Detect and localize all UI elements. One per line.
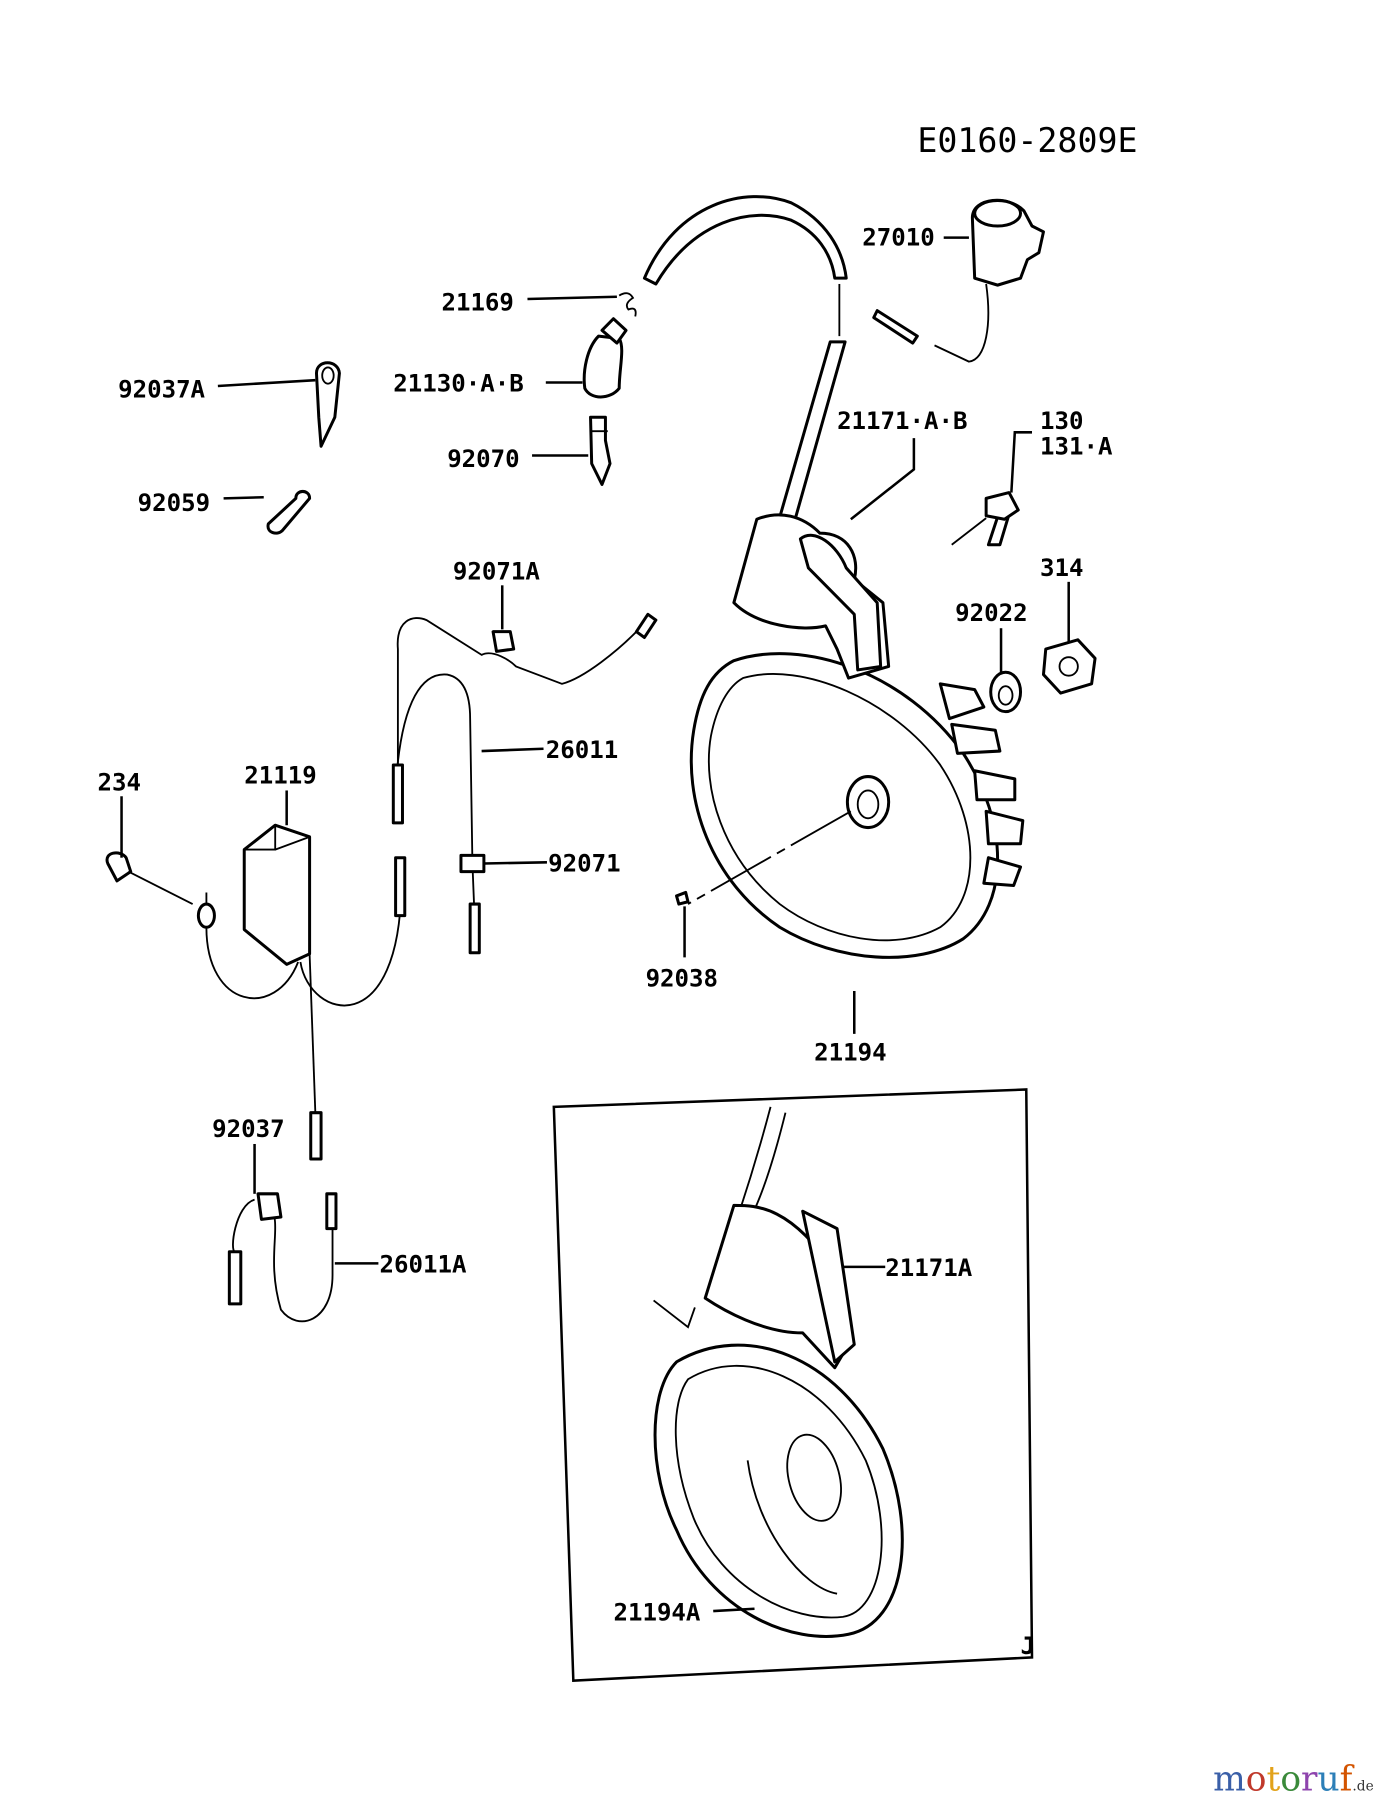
drawing-code: E0160-2809E [917, 121, 1137, 160]
plug-cap-27010-drawing [872, 198, 1045, 363]
watermark-letter: f [1340, 1760, 1355, 1800]
watermark-letter: r [1301, 1760, 1318, 1800]
inset-box [552, 1088, 1034, 1682]
flywheel-drawing [675, 491, 1097, 959]
part-label-92037: 92037 [212, 1115, 284, 1143]
wire-harness-drawing [391, 612, 658, 955]
part-label-92071A: 92071A [453, 557, 540, 585]
part-label-234: 234 [97, 768, 140, 796]
part-label-130: 130 [1040, 407, 1083, 435]
watermark-letter: o [1246, 1760, 1267, 1800]
part-label-26011: 26011 [546, 736, 618, 764]
part-label-92037A: 92037A [118, 375, 205, 403]
ignition-lead-drawing [642, 195, 848, 535]
part-label-21119: 21119 [244, 761, 316, 789]
part-label-131: 131·A [1040, 432, 1113, 460]
inset-marker: J [1021, 1632, 1035, 1660]
part-label-21171: 21171·A·B [837, 407, 967, 435]
watermark-letter: u [1317, 1760, 1339, 1800]
leader-lines [120, 236, 1070, 1613]
part-label-314: 314 [1040, 554, 1083, 582]
watermark-letter: o [1280, 1760, 1301, 1800]
watermark-letter: m [1213, 1760, 1246, 1800]
watermark-suffix: .de [1352, 1779, 1373, 1795]
part-label-21130: 21130·A·B [393, 370, 523, 398]
part-label-21169: 21169 [441, 289, 513, 317]
part-label-21194A: 21194A [613, 1598, 700, 1626]
motoruf-watermark: motoruf.de [1213, 1760, 1374, 1800]
terminal-parts-drawing [266, 361, 341, 535]
part-label-92022: 92022 [955, 599, 1027, 627]
part-label-92071: 92071 [548, 849, 620, 877]
ignition-module-drawing [105, 823, 407, 1161]
part-label-92038: 92038 [646, 964, 718, 992]
part-label-92070: 92070 [447, 445, 519, 473]
part-labels: 27010 21169 92037A 21130·A·B 92070 92059… [97, 224, 1112, 1660]
ground-lead-drawing [227, 1192, 338, 1323]
part-label-26011A: 26011A [380, 1251, 467, 1279]
watermark-text: motoruf [1213, 1760, 1354, 1800]
part-label-21194: 21194 [814, 1038, 886, 1066]
part-label-92059: 92059 [138, 489, 210, 517]
spark-plug-parts-drawing [582, 292, 637, 486]
watermark-letter: t [1267, 1760, 1281, 1800]
part-label-21171A: 21171A [885, 1254, 972, 1282]
part-label-27010: 27010 [862, 224, 934, 252]
